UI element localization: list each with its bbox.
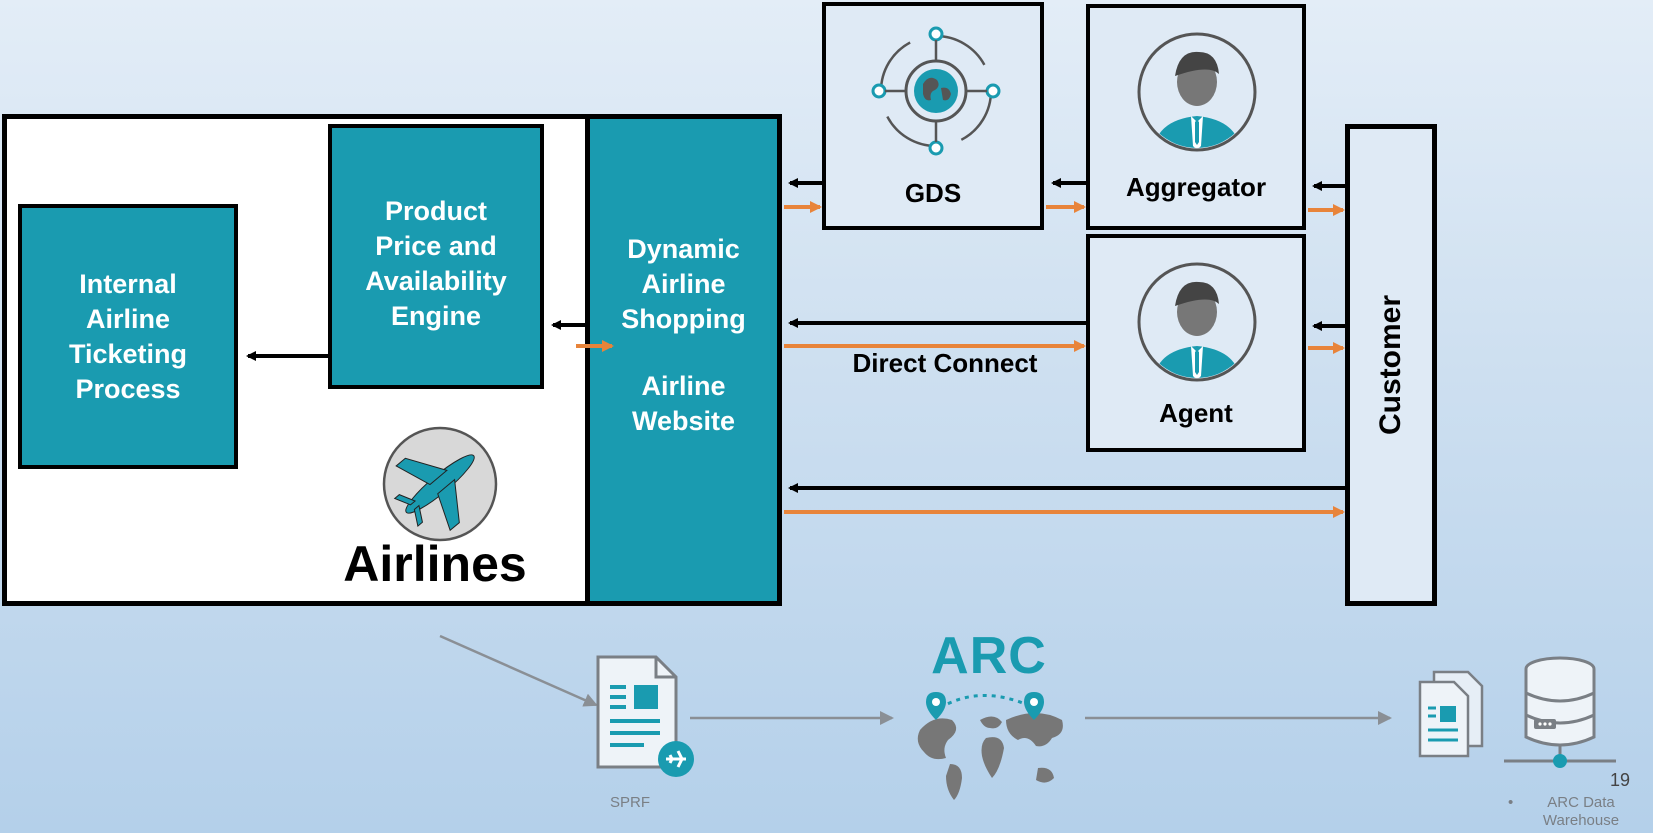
warehouse-bullet: • [1508,794,1514,811]
arrow-airlines-to-sprf [439,634,598,707]
agent-label: Agent [1159,398,1233,428]
sprf-label: SPRF [610,794,651,811]
airplane-icon [380,424,500,544]
world-map-pins-icon [917,692,1063,800]
gds-label: GDS [904,178,962,208]
airlines-title: Airlines [343,536,527,592]
internal-ticketing-label: Internal Airline Ticketing Process [68,268,188,404]
agent-box: Agent [1086,234,1306,452]
dynamic-shopping-box: Dynamic Airline Shopping Airline Website [585,114,782,606]
globe-network-icon [871,26,1001,156]
direct-connect-label: Direct Connect [852,348,1038,378]
customer-box: Customer [1345,124,1437,606]
person-icon [1137,32,1257,152]
page-number: 19 [1610,770,1631,790]
document-airplane-icon [596,655,694,777]
internal-ticketing-box: Internal Airline Ticketing Process [18,204,238,469]
customer-label: Customer [1374,294,1407,436]
person-icon [1137,262,1257,382]
warehouse-label: ARC Data Warehouse [1542,794,1620,829]
pricing-engine-label: Product Price and Availability Engine [365,196,507,331]
dynamic-shopping-label: Dynamic Airline Shopping [621,234,746,334]
aggregator-box: Aggregator [1086,4,1306,230]
arc-logo: ARC [931,627,1047,685]
documents-icon [1418,670,1484,758]
airline-website-label: Airline Website [631,371,736,436]
database-icon [1504,656,1616,768]
aggregator-label: Aggregator [1125,172,1267,202]
pricing-engine-box: Product Price and Availability Engine [328,124,544,389]
gds-box: GDS [822,2,1044,230]
